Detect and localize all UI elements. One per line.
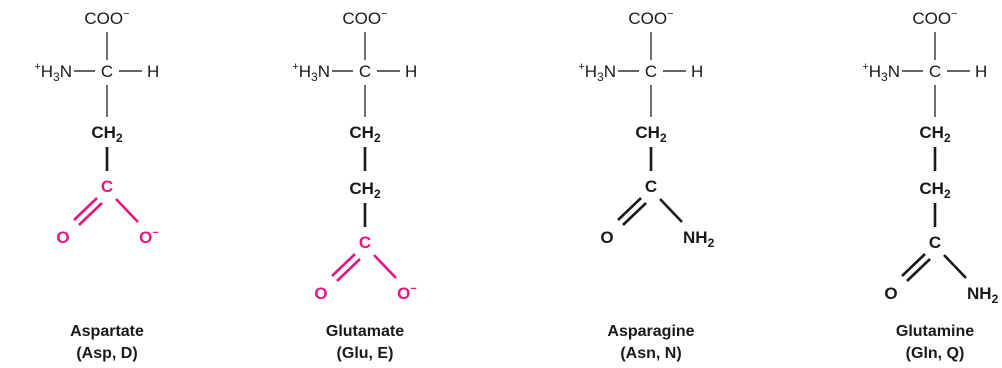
double-bond-a (617, 197, 642, 221)
alpha-carbon-label: C (359, 62, 371, 81)
amino-acid-code: (Glu, E) (337, 345, 394, 362)
alpha-hydrogen-label: H (147, 62, 159, 81)
amide-nitrogen-label: NH2 (967, 284, 999, 306)
amino-acid-name: Glutamate (326, 323, 404, 340)
amino-group-label: +H3N (578, 61, 616, 84)
double-bond-a (901, 253, 926, 277)
methylene-label: CH2 (91, 123, 123, 145)
amino-group-label: +H3N (34, 61, 72, 84)
amino-acid-name: Asparagine (607, 323, 694, 340)
carbonyl-oxygen-label: O (600, 228, 613, 247)
methylene-label: CH2 (635, 123, 667, 145)
carboxylate-oxygen-label: O− (139, 227, 159, 247)
carboxylate-label: COO− (912, 8, 957, 28)
carbonyl-oxygen-label: O (314, 284, 327, 303)
alpha-hydrogen-label: H (405, 62, 417, 81)
amino-group-label: +H3N (292, 61, 330, 84)
double-bond-b (906, 258, 931, 282)
amino-group-label: +H3N (862, 61, 900, 84)
alpha-carbon-label: C (645, 62, 657, 81)
carboxylate-oxygen-label: O− (397, 283, 417, 303)
amino-acid-code: (Asn, N) (620, 345, 681, 362)
alpha-carbon-label: C (101, 62, 113, 81)
terminal-carbon-label: C (101, 177, 113, 196)
single-bond (373, 254, 397, 279)
double-bond-a (331, 253, 356, 277)
terminal-carbon-label: C (645, 177, 657, 196)
methylene-label: CH2 (349, 123, 381, 145)
amino-acid-code: (Gln, Q) (906, 345, 965, 362)
methylene-label: CH2 (349, 179, 381, 201)
amino-acid-code: (Asp, D) (76, 345, 137, 362)
carboxylate-label: COO− (84, 8, 129, 28)
amide-nitrogen-label: NH2 (683, 228, 715, 250)
alpha-hydrogen-label: H (691, 62, 703, 81)
single-bond (115, 198, 139, 223)
terminal-carbon-label: C (359, 233, 371, 252)
double-bond-b (78, 202, 103, 226)
methylene-label: CH2 (919, 123, 951, 145)
alpha-carbon-label: C (929, 62, 941, 81)
terminal-carbon-label: C (929, 233, 941, 252)
double-bond-a (73, 197, 98, 221)
single-bond (659, 198, 683, 223)
carbonyl-oxygen-label: O (884, 284, 897, 303)
amino-acid-name: Aspartate (70, 323, 144, 340)
double-bond-b (336, 258, 361, 282)
alpha-hydrogen-label: H (975, 62, 987, 81)
carboxylate-label: COO− (342, 8, 387, 28)
amino-acid-name: Glutamine (896, 323, 974, 340)
carbonyl-oxygen-label: O (56, 228, 69, 247)
single-bond (943, 254, 967, 279)
methylene-label: CH2 (919, 179, 951, 201)
double-bond-b (622, 202, 647, 226)
carboxylate-label: COO− (628, 8, 673, 28)
